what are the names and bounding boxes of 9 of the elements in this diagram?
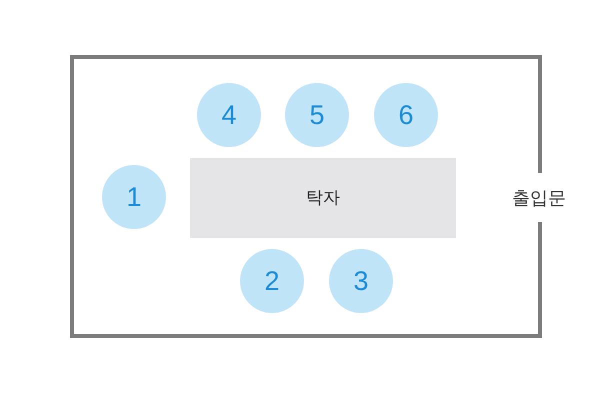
seat-number: 5: [309, 102, 325, 128]
seat-number: 2: [264, 268, 280, 294]
seat-number: 4: [221, 102, 237, 128]
seat-number: 3: [353, 268, 369, 294]
table-rectangle: [190, 158, 456, 238]
seat-number: 1: [126, 184, 142, 210]
seat-number: 6: [398, 102, 414, 128]
table-label: 탁자: [306, 188, 340, 208]
door-label: 출입문: [512, 188, 566, 210]
